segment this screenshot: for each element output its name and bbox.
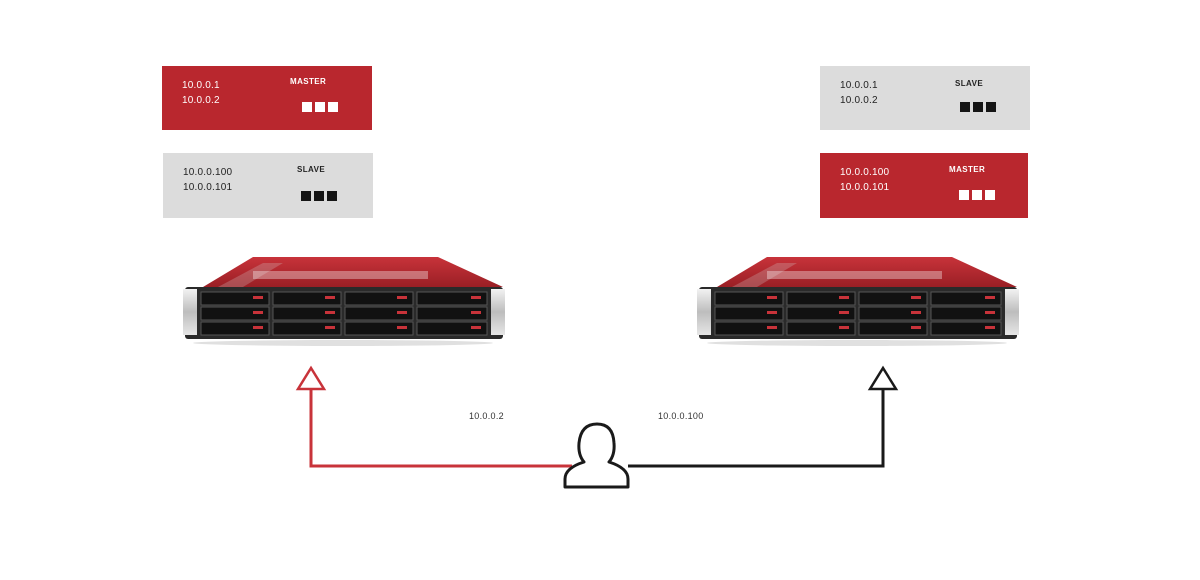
left-server-icon [182,256,506,347]
status-squares-icon [959,190,995,200]
ip-address: 10.0.0.1 [840,80,878,91]
status-squares-icon [960,102,996,112]
ip-address: 10.0.0.101 [840,182,890,193]
red-connection-line [309,388,572,468]
ip-address: 10.0.0.2 [182,95,220,106]
role-label: MASTER [290,77,327,86]
dark-connection-line [628,388,885,468]
left-master-panel: 10.0.0.1 10.0.0.2 MASTER [162,66,372,130]
ip-address: 10.0.0.1 [182,80,220,91]
ip-list: 10.0.0.1 10.0.0.2 [182,78,220,108]
status-squares-icon [301,191,337,201]
right-slave-panel: 10.0.0.1 10.0.0.2 SLAVE [820,66,1030,130]
ip-list: 10.0.0.1 10.0.0.2 [840,78,878,108]
red-arrow-icon [295,365,327,391]
left-slave-panel: 10.0.0.100 10.0.0.101 SLAVE [163,153,373,218]
status-squares-icon [302,102,338,112]
right-connection-label: 10.0.0.100 [658,411,704,421]
ip-address: 10.0.0.2 [840,95,878,106]
ip-list: 10.0.0.100 10.0.0.101 [840,165,889,195]
role-label: MASTER [949,165,986,174]
ip-address: 10.0.0.100 [183,167,233,178]
left-connection-label: 10.0.0.2 [469,411,504,421]
right-master-panel: 10.0.0.100 10.0.0.101 MASTER [820,153,1028,218]
ip-address: 10.0.0.101 [183,182,233,193]
ip-list: 10.0.0.100 10.0.0.101 [183,165,232,195]
user-icon [563,422,630,489]
role-label: SLAVE [955,79,984,88]
right-server-icon [696,256,1020,347]
role-label: SLAVE [297,165,326,174]
dark-arrow-icon [867,365,899,391]
ip-address: 10.0.0.100 [840,167,890,178]
